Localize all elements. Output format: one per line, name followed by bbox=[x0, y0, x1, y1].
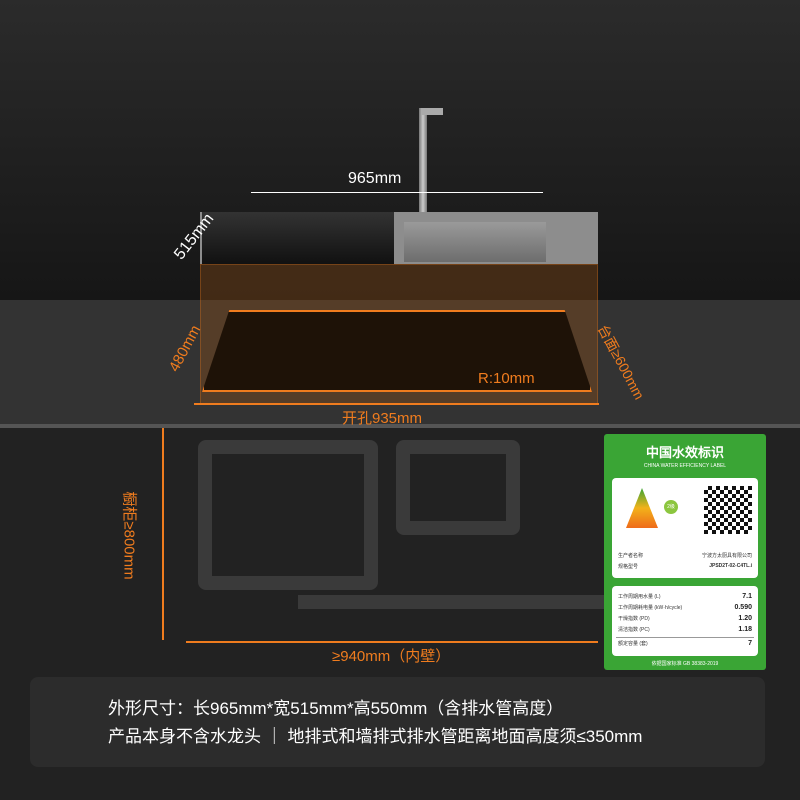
drain-pipe bbox=[298, 595, 618, 609]
metric-value: 0.590 bbox=[734, 604, 752, 611]
cabinet-height-line bbox=[162, 428, 164, 640]
metric-row: 清洁指数 (PC) 1.18 bbox=[612, 624, 758, 635]
radius-label: R:10mm bbox=[478, 370, 535, 387]
dishwasher-panel bbox=[202, 212, 394, 264]
metric-value: 7.1 bbox=[742, 593, 752, 600]
manufacturer-value: 宁波方太厨具有限公司 bbox=[701, 553, 752, 559]
grade-drops-icon bbox=[626, 488, 658, 528]
label-info-panel: 2级 生产者名称 宁波方太厨具有限公司 规格型号 JPSD2T-02-C4TL.… bbox=[612, 478, 758, 578]
metric-label: 工作周期耗电量 (kW·h/cycle) bbox=[618, 605, 683, 611]
cutout-outline bbox=[202, 310, 592, 392]
metric-value: 7 bbox=[748, 639, 752, 647]
metric-value: 1.18 bbox=[738, 626, 752, 633]
spec-note-dimensions: 外形尺寸：长965mm*宽515mm*高550mm（含排水管高度） bbox=[108, 699, 564, 718]
label-metrics-panel: 工作周期用水量 (L) 7.1 工作周期耗电量 (kW·h/cycle) 0.590… bbox=[612, 586, 758, 656]
grade-badge: 2级 bbox=[664, 500, 678, 514]
qr-code bbox=[704, 486, 752, 534]
model-label: 规格型号 bbox=[618, 564, 639, 570]
cabinet-width-line bbox=[186, 641, 598, 643]
metric-value: 1.20 bbox=[738, 615, 752, 622]
faucet-spout bbox=[421, 108, 443, 115]
metric-row: 干燥指数 (PD) 1.20 bbox=[612, 613, 758, 624]
metric-label: 干燥指数 (PD) bbox=[618, 616, 650, 622]
cutout-width-label: 开孔935mm bbox=[342, 410, 423, 427]
metric-label: 工作周期用水量 (L) bbox=[618, 594, 661, 600]
drain-basin bbox=[198, 440, 378, 590]
cutout-width-line bbox=[194, 403, 599, 405]
metric-label: 清洁指数 (PC) bbox=[618, 627, 650, 633]
spec-notes-box: 外形尺寸：长965mm*宽515mm*高550mm（含排水管高度） 产品本身不含… bbox=[30, 677, 765, 767]
metric-label: 额定容量 (套) bbox=[618, 640, 648, 647]
metric-row: 工作周期耗电量 (kW·h/cycle) 0.590 bbox=[612, 602, 758, 613]
manufacturer-label: 生产者名称 bbox=[618, 553, 644, 559]
cabinet-height-label: 橱柜≥800mm bbox=[120, 491, 138, 580]
cabinet-width-label: ≥940mm（内壁） bbox=[332, 648, 451, 665]
width-label: 965mm bbox=[348, 170, 402, 187]
spec-note-installation: 产品本身不含水龙头 ｜ 地排式和墙排式排水管距离地面高度须≤350mm bbox=[108, 727, 643, 746]
sink-basin bbox=[404, 222, 546, 262]
label-standard: 依据国家标准 GB 38383-2019 bbox=[651, 661, 719, 667]
label-title: 中国水效标识 bbox=[645, 445, 724, 460]
metric-row: 额定容量 (套) 7 bbox=[616, 637, 754, 648]
drain-basin bbox=[396, 440, 520, 535]
faucet bbox=[419, 108, 427, 218]
width-dimension-line bbox=[251, 192, 543, 193]
model-value: JPSD2T-02-C4TL.i bbox=[709, 563, 752, 569]
metric-row: 工作周期用水量 (L) 7.1 bbox=[612, 591, 758, 602]
counter-edge bbox=[0, 424, 800, 429]
water-efficiency-label: 中国水效标识 CHINA WATER EFFICIENCY LABEL 2级 生… bbox=[604, 434, 766, 670]
label-subtitle: CHINA WATER EFFICIENCY LABEL bbox=[643, 463, 727, 469]
